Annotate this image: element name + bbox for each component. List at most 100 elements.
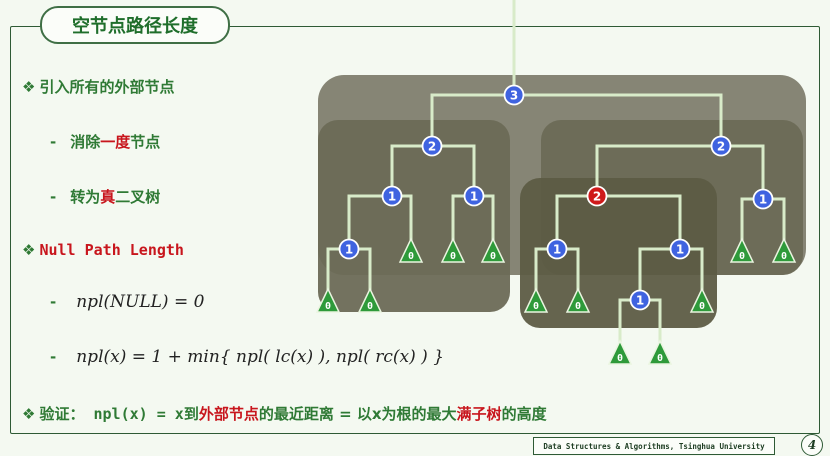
external-node: 0 — [398, 237, 424, 263]
bullet-mark-icon: ❖ — [22, 241, 36, 259]
external-node: 0 — [480, 237, 506, 263]
external-node: 0 — [523, 287, 549, 313]
tree-node-circle — [669, 238, 691, 260]
tree-node-circle — [752, 188, 774, 210]
external-node-triangle — [647, 339, 673, 365]
formula-npl-recursive: -npl(x) = 1 + min{ npl( lc(x) ), npl( rc… — [50, 347, 444, 367]
bullet-mark-icon: ❖ — [22, 405, 36, 423]
tree-edge — [638, 247, 680, 300]
sub-item-binary: -转为真二叉树 — [50, 186, 160, 207]
verify-text: 的高度 — [501, 405, 547, 423]
external-nodes: 0 0 0 0 0 0 0 0 0 0 0 0 — [315, 237, 797, 365]
external-node-label: 0 — [575, 301, 581, 312]
sub-text-a: 消除 — [70, 133, 101, 151]
external-node-triangle — [689, 287, 715, 313]
tree-edge — [390, 144, 432, 196]
tree-node-label: 1 — [636, 294, 644, 308]
tree-node: 1 — [669, 238, 691, 260]
tree-node: 2 — [586, 185, 608, 207]
tree-node-label: 1 — [470, 190, 478, 204]
tree-node-label: 1 — [388, 190, 396, 204]
external-node: 0 — [607, 339, 633, 365]
internal-nodes: 3 2 2 1 1 2 1 1 1 1 1 — [338, 84, 774, 311]
external-node-label: 0 — [739, 251, 745, 262]
external-node-label: 0 — [490, 251, 496, 262]
external-node: 0 — [729, 237, 755, 263]
tree-node-circle — [421, 135, 443, 157]
sub-item-eliminate: -消除一度节点 — [50, 131, 160, 152]
page-number: 4 — [801, 434, 823, 456]
external-node: 0 — [689, 287, 715, 313]
external-node: 0 — [771, 237, 797, 263]
external-node-triangle — [729, 237, 755, 263]
external-node-triangle — [607, 339, 633, 365]
external-node-label: 0 — [408, 251, 414, 262]
tree-node-circle — [710, 135, 732, 157]
tree-node-circle — [503, 84, 525, 106]
bullet-npl: ❖Null Path Length — [22, 241, 184, 259]
external-node-triangle — [440, 237, 466, 263]
tree-node-circle — [463, 185, 485, 207]
bullet-text: Null Path Length — [39, 241, 184, 259]
tree-node: 2 — [421, 135, 443, 157]
external-node-label: 0 — [533, 301, 539, 312]
verify-code: npl(x) = x — [84, 405, 184, 423]
tree-node-circle — [338, 238, 360, 260]
dash: - — [50, 293, 57, 311]
bullet-external-nodes: ❖引入所有的外部节点 — [22, 76, 174, 97]
tree-edge — [430, 93, 514, 146]
tree-node: 1 — [338, 238, 360, 260]
tree-node: 2 — [710, 135, 732, 157]
external-node-label: 0 — [450, 251, 456, 262]
verify-highlight: 外部节点 — [198, 405, 259, 423]
tree-node: 3 — [503, 84, 525, 106]
external-node-label: 0 — [367, 301, 373, 312]
external-node-triangle — [398, 237, 424, 263]
verify-text: 的最近距离 = 以x为根的最大 — [258, 405, 457, 423]
tree-node: 1 — [629, 289, 651, 311]
formula-text: npl(NULL) = 0 — [76, 292, 205, 312]
external-node: 0 — [565, 287, 591, 313]
tree-node-label: 1 — [676, 243, 684, 257]
tree-node-label: 1 — [553, 243, 561, 257]
subtree-region-left — [318, 120, 510, 312]
dash: - — [50, 188, 57, 206]
verify-highlight: 满子树 — [456, 405, 502, 423]
tree-node-label: 2 — [428, 140, 436, 154]
tree-node-label: 1 — [759, 193, 767, 207]
external-node-triangle — [771, 237, 797, 263]
sub-text-highlight: 真 — [100, 188, 116, 206]
tree-node: 1 — [381, 185, 403, 207]
verify-prefix: 验证： — [39, 405, 85, 423]
dash: - — [50, 133, 57, 151]
verify-text: 到 — [183, 405, 199, 423]
external-node: 0 — [315, 287, 341, 313]
external-node-triangle — [357, 287, 383, 313]
formula-text: npl(x) = 1 + min{ npl( lc(x) ), npl( rc(… — [76, 347, 445, 367]
tree-edge — [432, 144, 476, 196]
sub-text-c: 二叉树 — [115, 188, 161, 206]
external-node-triangle — [523, 287, 549, 313]
tree-node-label: 1 — [345, 243, 353, 257]
tree-edge — [514, 93, 723, 146]
external-node-label: 0 — [781, 251, 787, 262]
external-node-label: 0 — [657, 353, 663, 364]
bullet-text: 引入所有的外部节点 — [39, 78, 175, 96]
external-node: 0 — [440, 237, 466, 263]
tree-edge — [597, 194, 682, 249]
external-node-label: 0 — [325, 301, 331, 312]
slide-title: 空节点路径长度 — [40, 6, 230, 44]
sub-text-c: 节点 — [130, 133, 161, 151]
slide-frame — [10, 26, 820, 434]
tree-node: 1 — [752, 188, 774, 210]
sub-text-highlight: 一度 — [100, 133, 131, 151]
external-node-triangle — [480, 237, 506, 263]
tree-node-label: 2 — [593, 190, 601, 204]
tree-node-circle — [586, 185, 608, 207]
external-node-label: 0 — [617, 353, 623, 364]
tree-node-label: 2 — [717, 140, 725, 154]
tree-edge — [347, 194, 392, 249]
external-node: 0 — [647, 339, 673, 365]
